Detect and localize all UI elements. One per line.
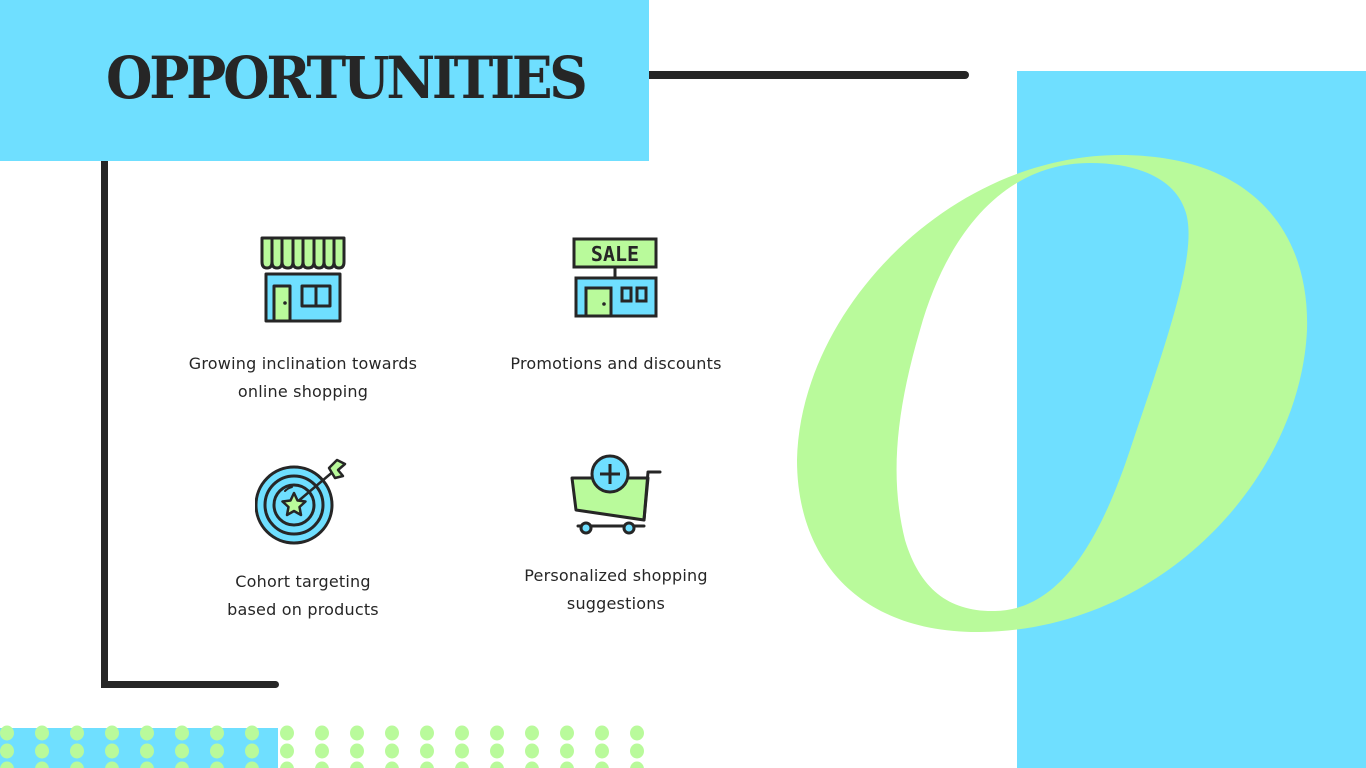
target-dart-icon <box>255 458 347 545</box>
item-label: Personalized shopping suggestions <box>524 566 708 613</box>
item-label: Growing inclination towards online shopp… <box>188 354 418 401</box>
opportunity-item-promotions: SALE Promotions and discounts <box>476 236 756 378</box>
page-title: OPPORTUNITIES <box>106 44 588 112</box>
title-banner <box>0 0 649 161</box>
storefront-icon <box>260 236 346 323</box>
svg-text:SALE: SALE <box>591 242 639 266</box>
bottom-bracket-line <box>101 681 279 688</box>
dot-pattern <box>0 724 652 768</box>
opportunity-item-online-shopping: Growing inclination towards online shopp… <box>163 236 443 406</box>
opportunity-item-personalized-suggestions: Personalized shopping suggestions <box>476 454 756 618</box>
item-label: Promotions and discounts <box>510 354 722 373</box>
left-bracket-line <box>101 161 108 688</box>
sale-shop-icon: SALE <box>572 237 658 318</box>
item-label: Cohort targeting based on products <box>227 572 379 619</box>
opportunity-item-cohort-targeting: Cohort targeting based on products <box>163 456 443 624</box>
decorative-letter-o <box>797 155 1308 633</box>
top-divider-line <box>649 71 969 79</box>
cart-add-icon <box>570 454 662 535</box>
